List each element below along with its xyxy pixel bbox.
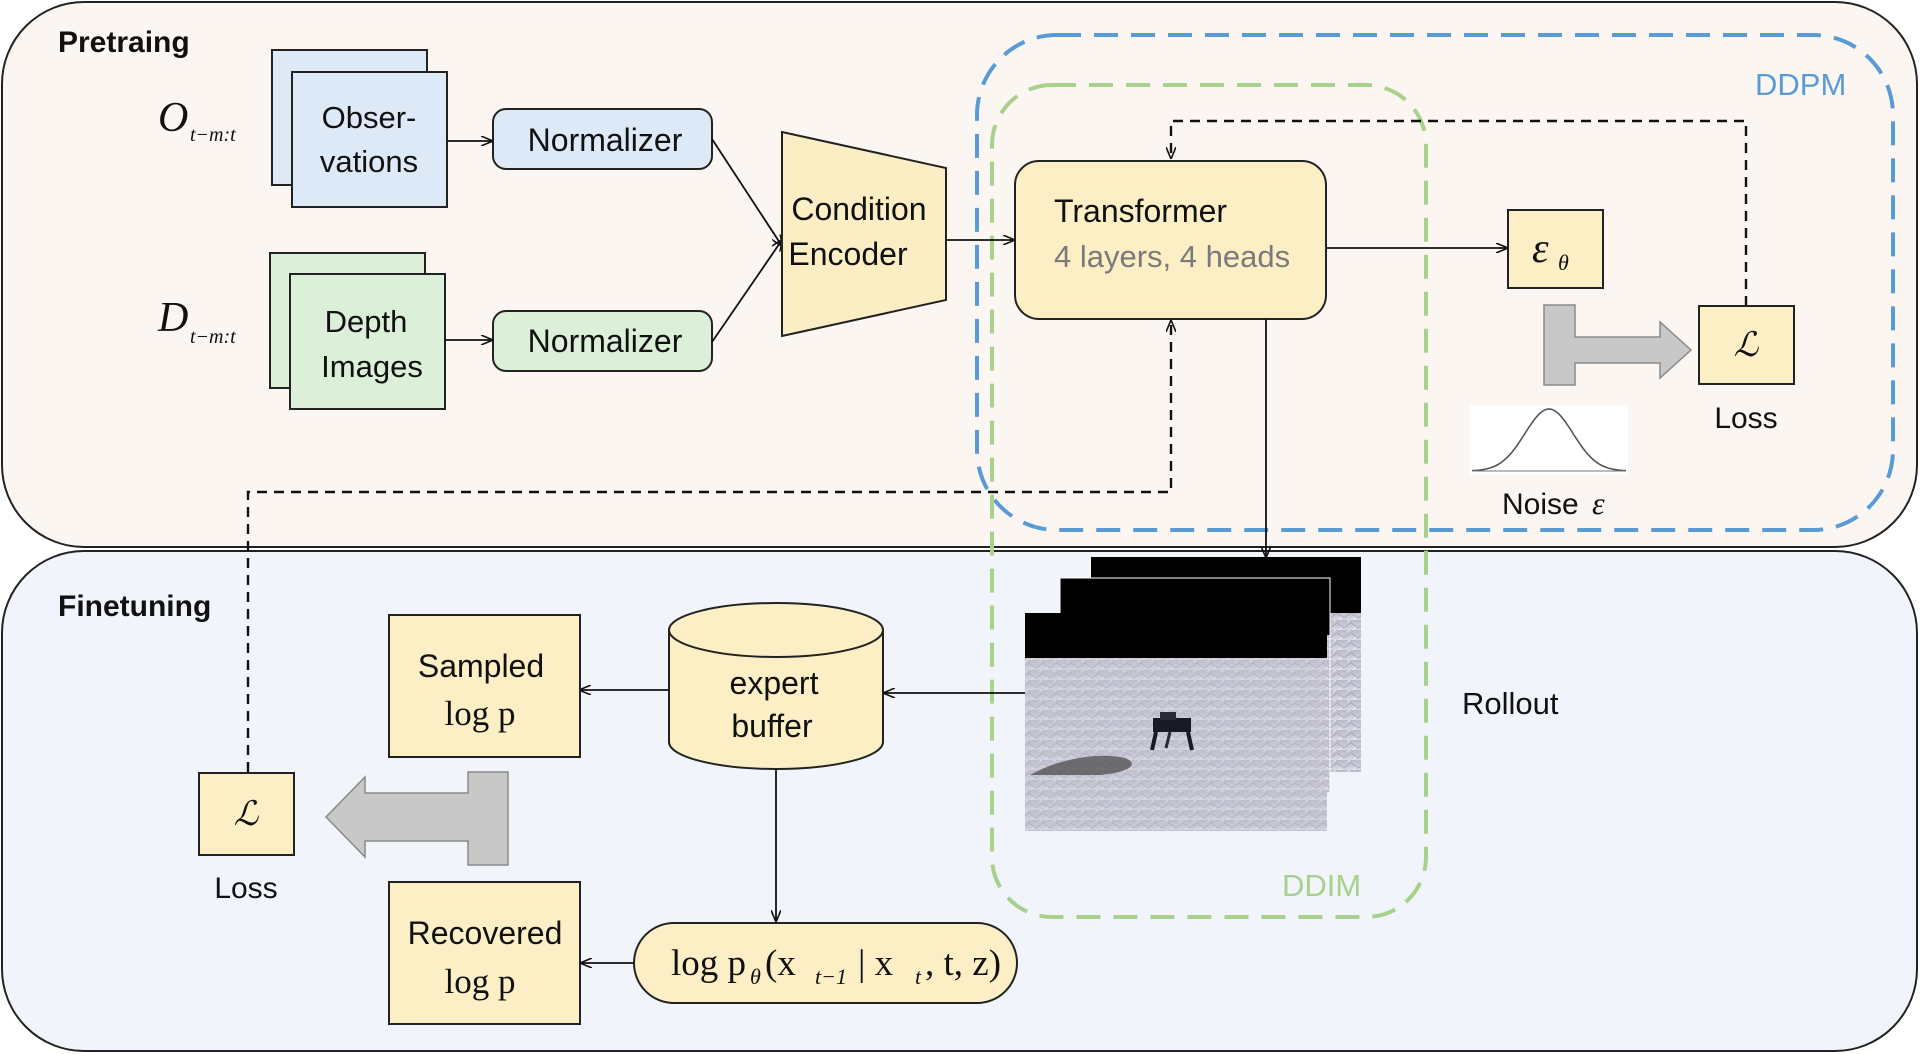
svg-text:log p: log p	[671, 943, 746, 984]
transformer-title: Transformer	[1054, 193, 1227, 229]
svg-text:t: t	[915, 964, 922, 989]
ddim-label: DDIM	[1282, 868, 1361, 903]
sampled-logp-box	[388, 614, 581, 758]
dashed-loss-feedback-top	[1171, 119, 1748, 306]
loss-label-pretrain: Loss	[1714, 402, 1777, 435]
sampled-label-1: Sampled	[418, 648, 544, 684]
eps-theta-symbol: ε θ	[1532, 226, 1569, 275]
svg-text:(x: (x	[765, 943, 796, 984]
ddim-region	[990, 83, 1428, 919]
eps-theta-box	[1507, 209, 1604, 289]
ddpm-region	[975, 33, 1895, 532]
grey-merge-arrow-finetune	[324, 771, 509, 866]
svg-text:Noise: Noise	[1502, 488, 1579, 521]
arrow-normalizer-to-encoder-top	[711, 138, 782, 246]
loss-label-finetune: Loss	[214, 872, 277, 905]
loss-box-finetune	[198, 772, 295, 856]
svg-text:, t, z): , t, z)	[925, 943, 1001, 984]
svg-text:O: O	[158, 95, 188, 141]
svg-text:θ: θ	[750, 964, 761, 989]
condition-encoder-label-1: Condition	[791, 191, 926, 227]
expert-buffer-label-2: buffer	[731, 708, 813, 744]
svg-text:t−m:t: t−m:t	[190, 326, 236, 348]
section-title-pretraining: Pretraing	[58, 26, 190, 59]
transformer-detail: 4 layers, 4 heads	[1054, 239, 1290, 274]
rollout-frames	[1025, 557, 1361, 831]
logprob-formula: log p θ (x t−1 | x t , t, z)	[671, 943, 1001, 989]
arrow-normalizer-to-encoder-bottom	[711, 240, 782, 343]
depth-symbol: D t−m:t	[157, 295, 236, 348]
condition-encoder	[781, 130, 947, 338]
svg-text:D: D	[157, 295, 188, 341]
section-title-finetuning: Finetuning	[58, 590, 211, 623]
svg-text:ε: ε	[1532, 226, 1549, 272]
observations-box	[291, 71, 448, 208]
noise-curve	[1471, 408, 1627, 472]
observations-label-2: vations	[320, 144, 418, 179]
noise-plot-bg	[1470, 405, 1628, 475]
rollout-label: Rollout	[1462, 686, 1559, 721]
normalizer-depth-label: Normalizer	[528, 323, 683, 359]
svg-text:θ: θ	[1558, 250, 1569, 275]
normalizer-observations-label: Normalizer	[528, 122, 683, 158]
grey-merge-arrow-pretrain	[1543, 304, 1693, 386]
loss-symbol-finetune: ℒ	[234, 796, 260, 833]
transformer-block	[1014, 160, 1327, 320]
loss-symbol-pretrain: ℒ	[1734, 327, 1760, 364]
pretraining-panel	[1, 1, 1918, 548]
expert-buffer	[668, 602, 884, 770]
sampled-label-2: log p	[445, 694, 516, 733]
observations-label-1: Obser-	[322, 100, 417, 135]
dashed-loss-feedback-left	[246, 321, 1171, 772]
depth-images-box	[289, 273, 446, 410]
recovered-logp-box	[388, 881, 581, 1025]
recovered-label-2: log p	[445, 962, 516, 1001]
recovered-label-1: Recovered	[408, 915, 563, 951]
svg-text:ε: ε	[1592, 485, 1605, 521]
svg-text:| x: | x	[858, 943, 894, 984]
expert-buffer-label-1: expert	[730, 665, 819, 701]
svg-text:t−1: t−1	[815, 964, 847, 989]
depth-label-2: Images	[321, 349, 423, 384]
ddpm-label: DDPM	[1755, 67, 1846, 102]
svg-text:t−m:t: t−m:t	[190, 124, 236, 146]
loss-box-pretrain	[1698, 305, 1795, 385]
observations-symbol: O t−m:t	[158, 95, 236, 146]
depth-label-1: Depth	[325, 304, 408, 339]
noise-label: Noise ε	[1502, 485, 1605, 521]
condition-encoder-label-2: Encoder	[788, 236, 908, 272]
